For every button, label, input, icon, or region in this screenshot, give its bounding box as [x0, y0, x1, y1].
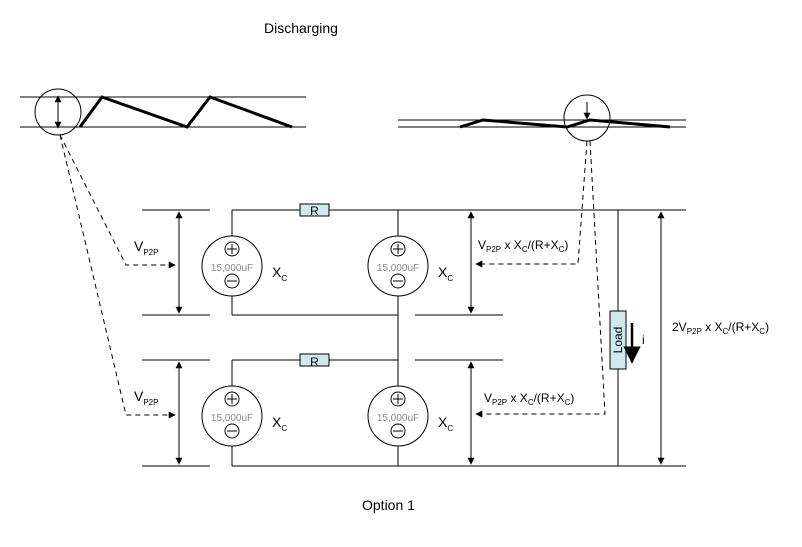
large-ripple-waveform — [20, 88, 306, 136]
resistor-label: R — [310, 204, 319, 218]
xc-label: XC — [272, 414, 287, 433]
xc-label: XC — [438, 414, 453, 433]
capacitor-bottom-right: 15,000uF — [367, 385, 429, 447]
vtotal-label: 2VP2P x XC/(R+XC) — [672, 320, 769, 336]
dashed-leaders — [59, 134, 606, 419]
vp2p-label: VP2P — [134, 388, 158, 407]
diagram-title: Discharging — [264, 20, 338, 36]
capacitor-bottom-left: 15,000uF — [201, 385, 263, 447]
capacitor-top-left: 15,000uF — [201, 235, 263, 297]
current-indicator: i — [623, 323, 645, 364]
small-ripple-waveform — [398, 94, 686, 142]
diagram-caption: Option 1 — [362, 497, 415, 513]
capacitance-label: 15,000uF — [377, 413, 419, 424]
circuit-wires — [231, 209, 619, 467]
resistor-top: R — [299, 203, 330, 218]
capacitance-label: 15,000uF — [211, 413, 253, 424]
vcap-label: VP2P x XC/(R+XC) — [484, 391, 574, 407]
capacitor-top-right: 15,000uF — [367, 235, 429, 297]
xc-label: XC — [272, 264, 287, 283]
ripple-zoom-circle — [34, 88, 82, 136]
xc-label: XC — [438, 264, 453, 283]
dimension-arrows — [175, 211, 665, 465]
vp2p-label: VP2P — [134, 238, 158, 257]
current-label: i — [642, 333, 645, 347]
resistor-label: R — [310, 355, 319, 369]
capacitance-label: 15,000uF — [211, 263, 253, 274]
load-resistor: Load — [609, 310, 627, 370]
load-label: Load — [611, 327, 625, 354]
capacitance-label: 15,000uF — [377, 263, 419, 274]
vcap-label: VP2P x XC/(R+XC) — [478, 238, 568, 254]
resistor-bottom: R — [299, 353, 330, 369]
